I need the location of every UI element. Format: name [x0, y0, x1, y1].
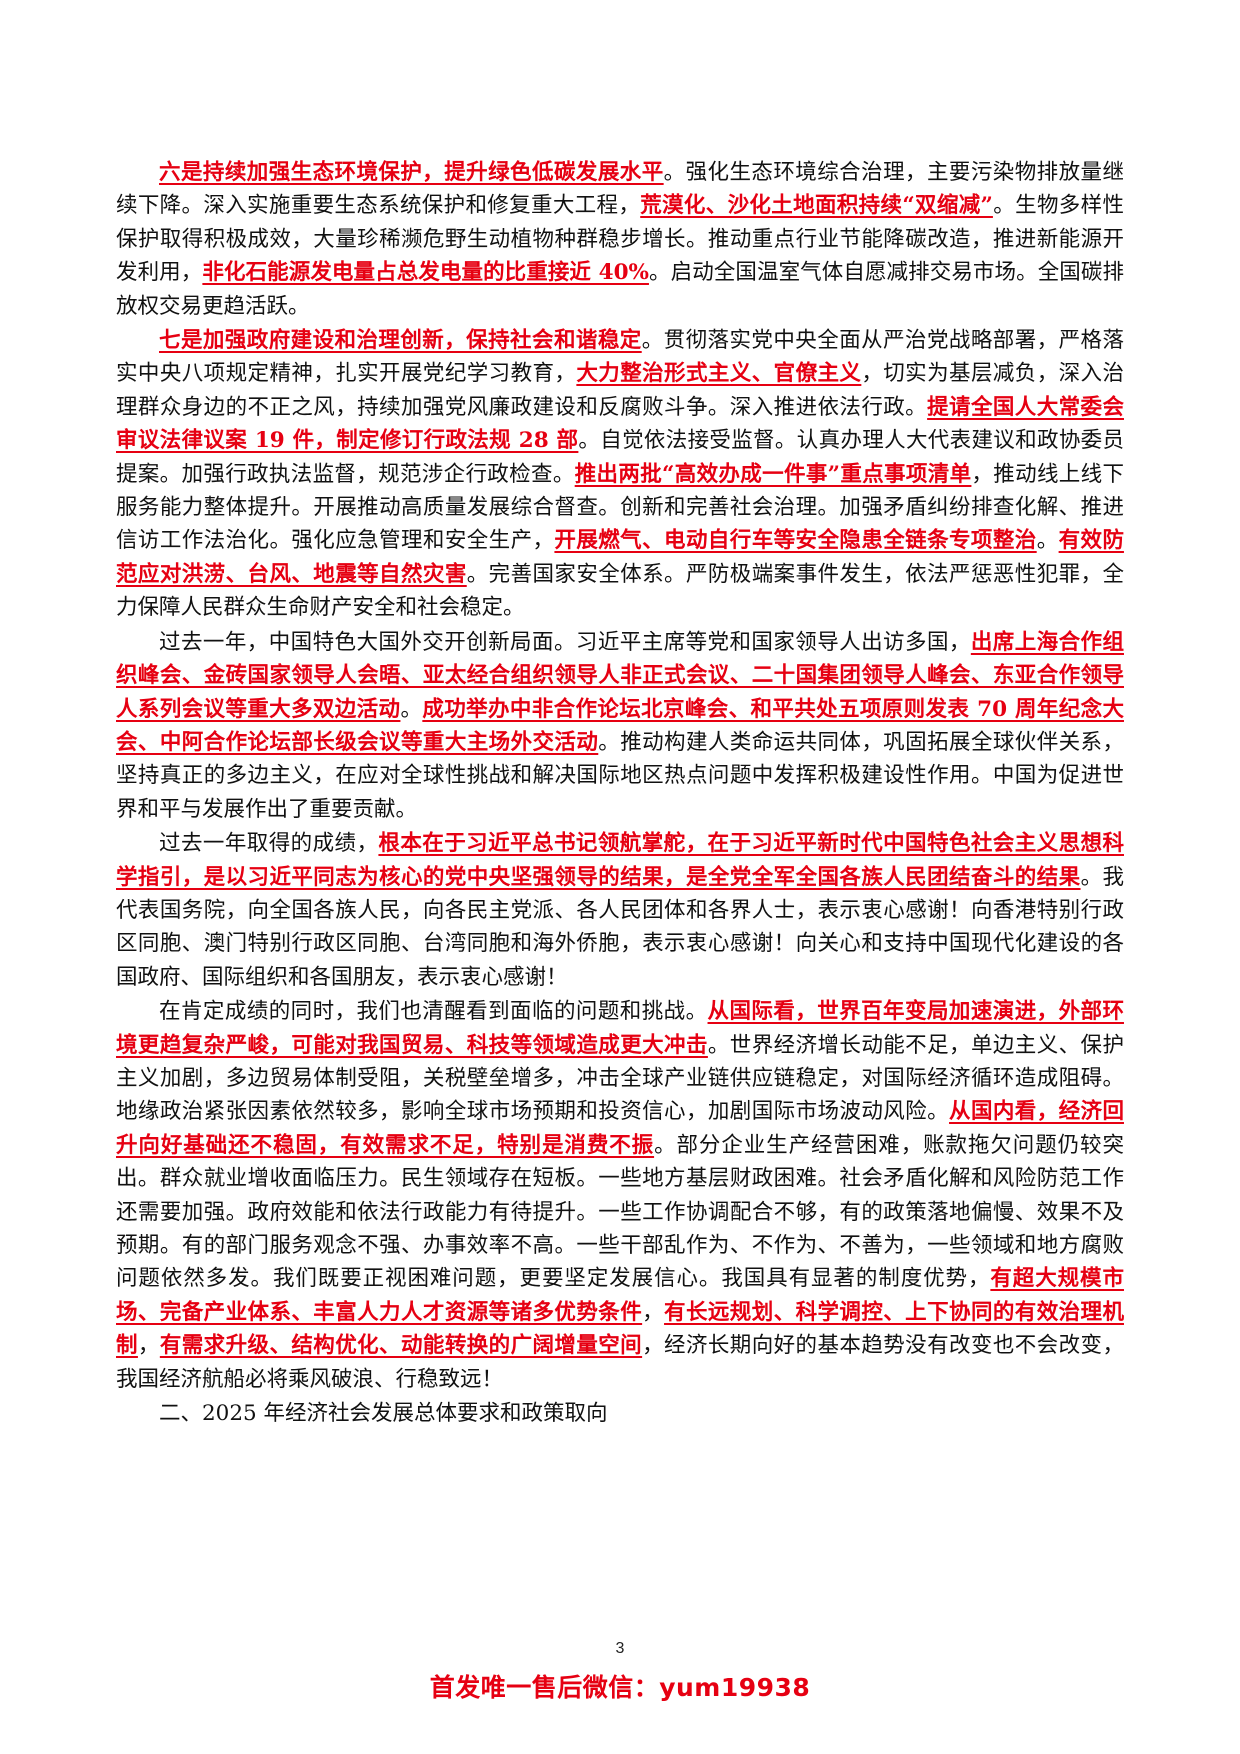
body-text: 在肯定成绩的同时，我们也清醒看到面临的问题和挑战。 — [159, 999, 708, 1025]
paragraph: 过去一年，中国特色大国外交开创新局面。习近平主席等党和国家领导人出访多国，出席上… — [116, 626, 1124, 826]
highlighted-text: 荒漠化、沙化土地面积持续“双缩减” — [640, 193, 993, 219]
footer-watermark: 首发唯一售后微信：yum19938 — [429, 1673, 811, 1702]
paragraph: 在肯定成绩的同时，我们也清醒看到面临的问题和挑战。从国际看，世界百年变局加速演进… — [116, 995, 1124, 1396]
body-text: 。完善国家安全体系。严防极端案事件发生，依法严惩恶性犯罪，全力保障人民群众生命财… — [116, 561, 1124, 621]
highlighted-text: 从国际看，世界百年变局加速演进，外部环境更趋复杂严峻，可能对我国贸易、科技等领域… — [116, 999, 1124, 1058]
document-body: 六是持续加强生态环境保护，提升绿色低碳发展水平。强化生态环境综合治理，主要污染物… — [116, 156, 1124, 1431]
body-text: 。 — [1036, 528, 1059, 554]
highlighted-text: 有超大规模市场、完备产业体系、丰富人力人才资源等诸多优势条件 — [116, 1266, 1124, 1325]
body-text: 。贯彻落实党中央全面从严治党战略部署，严格落实中央八项规定精神，扎实开展党纪学习… — [116, 328, 1124, 387]
body-text: 。推动构建人类命运共同体，巩固拓展全球伙伴关系，坚持真正的多边主义，在应对全球性… — [116, 729, 1124, 822]
highlighted-text: 六是持续加强生态环境保护，提升绿色低碳发展水平 — [159, 160, 664, 185]
body-text: 。生物多样性保护取得积极成效，大量珍稀濒危野生动植物种群稳步增长。推动重点行业节… — [116, 193, 1124, 286]
body-text: 。我代表国务院，向全国各族人民，向各民主党派、各人民团体和各界人士，表示衷心感谢… — [116, 864, 1124, 990]
body-text: 过去一年取得的成绩， — [159, 831, 379, 857]
highlighted-text: 推出两批“高效办成一件事”重点事项清单 — [574, 461, 972, 487]
body-text: 。世界经济增长动能不足，单边主义、保护主义加剧，多边贸易体制受阻，关税壁垒增多，… — [116, 1032, 1124, 1125]
highlighted-text: 有需求升级、结构优化、动能转换的广阔增量空间 — [159, 1333, 643, 1359]
paragraph: 二、2025 年经济社会发展总体要求和政策取向 — [116, 1397, 1124, 1430]
body-text: 。部分企业生产经营困难，账款拖欠问题仍较突出。群众就业增收面临压力。民生领域存在… — [116, 1132, 1124, 1292]
highlighted-text: 有长远规划、科学调控、上下协同的有效治理机制 — [116, 1299, 1124, 1359]
body-text: 。启动全国温室气体自愿减排交易市场。全国碳排放权交易更趋活跃。 — [116, 260, 1124, 319]
body-text: 。自觉依法接受监督。认真办理人大代表建议和政协委员提案。加强行政执法监督，规范涉… — [116, 428, 1125, 487]
highlighted-text: 大力整治形式主义、官僚主义 — [576, 361, 862, 387]
paragraph: 六是持续加强生态环境保护，提升绿色低碳发展水平。强化生态环境综合治理，主要污染物… — [116, 156, 1124, 323]
body-text: ， — [642, 1299, 665, 1325]
highlighted-text: 成功举办中非合作论坛北京峰会、和平共处五项原则发表 70 周年纪念大会、中阿合作… — [116, 696, 1124, 755]
body-text: ，切实为基层减负，深入治理群众身边的不正之风，持续加强党风廉政建设和反腐败斗争。… — [116, 361, 1124, 420]
highlighted-text: 非化石能源发电量占总发电量的比重接近 40% — [202, 260, 649, 286]
body-text: ， — [137, 1333, 160, 1359]
highlighted-text: 从国内看，经济回升向好基础还不稳固，有效需求不足，特别是消费不振 — [116, 1099, 1124, 1158]
highlighted-text: 有效防范应对洪涝、台风、地震等自然灾害 — [116, 528, 1124, 587]
highlighted-text: 开展燃气、电动自行车等安全隐患全链条专项整治 — [554, 528, 1037, 554]
highlighted-text: 提请全国人大常委会审议法律议案 19 件，制定修订行政法规 28 部 — [116, 394, 1124, 454]
page-number: 3 — [615, 1640, 625, 1657]
highlighted-text: 七是加强政府建设和治理创新，保持社会和谐稳定 — [159, 328, 642, 354]
body-text: 过去一年，中国特色大国外交开创新局面。习近平主席等党和国家领导人出访多国， — [159, 629, 971, 655]
highlighted-text: 出席上海合作组织峰会、金砖国家领导人会晤、亚太经合组织领导人非正式会议、二十国集… — [116, 629, 1124, 722]
body-text: ，推动线上线下服务能力整体提升。开展推动高质量发展综合督查。创新和完善社会治理。… — [116, 461, 1124, 554]
paragraph: 过去一年取得的成绩，根本在于习近平总书记领航掌舵，在于习近平新时代中国特色社会主… — [116, 827, 1124, 994]
highlighted-text: 根本在于习近平总书记领航掌舵，在于习近平新时代中国特色社会主义思想科学指引，是以… — [116, 831, 1124, 890]
body-text: 。强化生态环境综合治理，主要污染物排放量继续下降。深入实施重要生态系统保护和修复… — [116, 160, 1124, 219]
body-text: 二、2025 年经济社会发展总体要求和政策取向 — [159, 1401, 608, 1427]
paragraph: 七是加强政府建设和治理创新，保持社会和谐稳定。贯彻落实党中央全面从严治党战略部署… — [116, 324, 1124, 625]
body-text: 。 — [400, 696, 423, 722]
body-text: ，经济长期向好的基本趋势没有改变也不会改变，我国经济航船必将乘风破浪、行稳致远！ — [116, 1333, 1124, 1392]
